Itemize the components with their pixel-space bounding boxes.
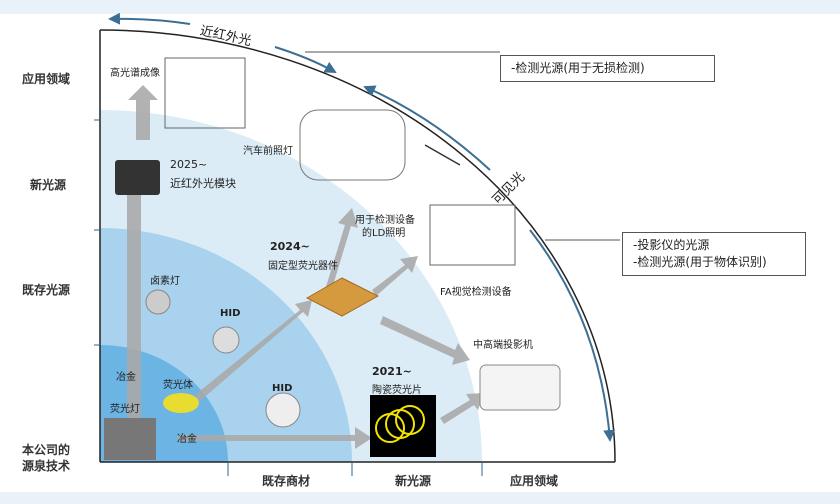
halogen-image [145, 289, 171, 315]
label-hid-1: HID [220, 308, 241, 319]
label-metallurgy-2: 冶金 [177, 434, 197, 445]
label-ceramic-year: 2021~ [372, 365, 412, 378]
col-label-application: 应用领域 [510, 474, 559, 488]
visible-arrow-down [529, 229, 616, 442]
label-metallurgy-1: 冶金 [116, 372, 136, 383]
nir-callout: -检测光源(用于无损检测) [500, 55, 715, 82]
label-phosphor: 荧光体 [163, 380, 193, 391]
flow-arrows [120, 85, 484, 449]
label-fa-vision: FA视觉检测设备 [440, 287, 512, 298]
visible-arrow-up [363, 85, 491, 171]
nir-arrow-left [108, 12, 191, 25]
label-fluorescent: 荧光灯 [110, 404, 140, 415]
callout-text: -投影仪的光源 [633, 238, 710, 252]
nir-module-image [115, 160, 160, 195]
label-headlamp: 汽车前照灯 [243, 146, 293, 157]
headlamp-car-image [299, 109, 406, 181]
col-label-new-source: 新光源 [395, 474, 432, 488]
nir-arrow-right [274, 46, 337, 73]
callout-text: -检测光源(用于物体识别) [633, 255, 767, 269]
phosphor-device-image [305, 277, 380, 317]
visible-callout: -投影仪的光源 -检测光源(用于物体识别) [622, 232, 806, 276]
row-label-application: 应用领域 [22, 72, 71, 86]
label-nir-module-year: 2025~ [170, 158, 208, 171]
phosphor-powder-image [163, 393, 199, 413]
outer-arc [99, 29, 616, 463]
label-hid-2: HID [272, 383, 293, 394]
label-ld-lighting-2: 的LD照明 [362, 228, 406, 239]
label-fixed-phosphor: 固定型荧光器件 [268, 261, 338, 272]
fa-device-image [429, 204, 516, 266]
projector-image [479, 364, 561, 411]
col-label-existing-products: 既存商材 [262, 474, 311, 488]
label-nir-module: 近红外光模块 [170, 177, 236, 190]
label-fixed-year: 2024~ [270, 240, 310, 253]
callout-text: -检测光源(用于无损检测) [511, 61, 645, 75]
label-projector: 中高端投影机 [473, 340, 533, 351]
hid-image-2 [265, 392, 301, 428]
fluorescent-lamp-image [104, 418, 156, 460]
label-ld-lighting-1: 用于检测设备 [355, 215, 415, 226]
row-label-existing: 既存光源 [22, 283, 71, 297]
label-hyperspectral: 高光谱成像 [110, 68, 160, 79]
hyperspectral-image [164, 57, 246, 129]
hid-image-1 [212, 326, 240, 354]
row-label-new-source: 新光源 [30, 178, 67, 192]
row-label-core-tech: 本公司的源泉技术 [22, 443, 71, 473]
label-halogen: 卤素灯 [150, 276, 180, 287]
label-ceramic: 陶瓷荧光片 [372, 385, 422, 396]
